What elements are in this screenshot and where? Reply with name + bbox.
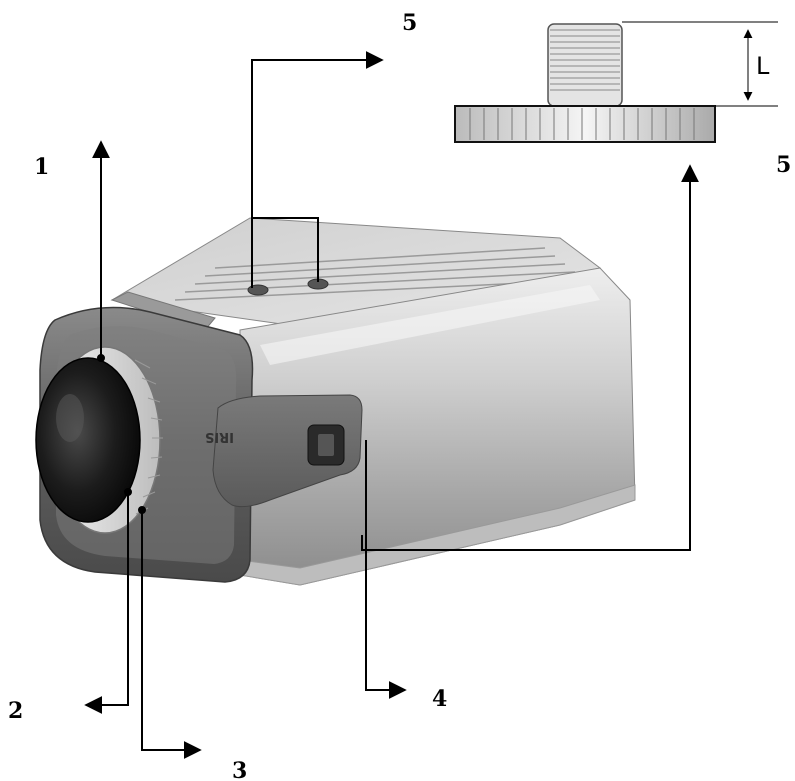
leader-5-bracket (252, 217, 319, 282)
camera-base-lip (239, 484, 636, 586)
callout-2: 2 (8, 698, 23, 724)
lens-reflection (56, 394, 84, 442)
screw-head (454, 105, 716, 143)
leader-5-top (251, 51, 384, 288)
leader-2 (84, 492, 129, 714)
callout-5-top: 5 (402, 10, 417, 36)
lens-assembly (35, 346, 163, 534)
leader-4 (365, 440, 407, 699)
iris-label: IRIS (205, 429, 234, 444)
side-highlight (260, 285, 600, 365)
callout-5-right: 5 (776, 152, 791, 178)
iris-connector-socket (318, 434, 334, 456)
callout-3: 3 (232, 758, 247, 781)
leader-5-bottom (361, 164, 699, 551)
callout-4: 4 (432, 686, 447, 712)
dimension-label: L (756, 52, 770, 80)
leader-3-dot (138, 506, 146, 514)
callout-1: 1 (34, 154, 49, 180)
iris-panel (212, 394, 363, 508)
leader-1-dot (97, 354, 105, 362)
callout-lines (84, 51, 699, 759)
lens-glass (35, 357, 141, 523)
screw-threads (550, 29, 620, 91)
leader-3 (141, 510, 202, 759)
screw-head-knurling (469, 108, 695, 140)
leader-2-dot (124, 488, 132, 496)
mount-screw-detail: L (454, 21, 778, 143)
